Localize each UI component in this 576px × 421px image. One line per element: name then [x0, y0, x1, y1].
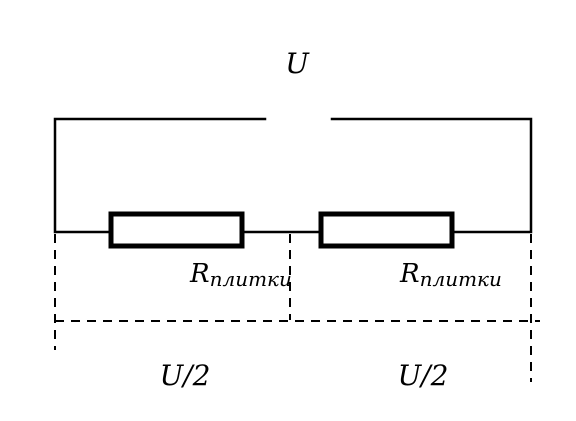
supply-wires — [53, 117, 533, 234]
resistor-1 — [108, 211, 245, 249]
supply-voltage-label: U — [285, 47, 310, 80]
resistor-2 — [318, 211, 455, 249]
resistor-2-label: Rплитки — [399, 259, 502, 291]
voltage-label-left: U/2 — [160, 359, 211, 392]
resistor-2-symbol: R — [399, 259, 420, 289]
resistor-2-subscript: плитки — [420, 267, 502, 291]
voltage-measurement-lines — [54, 234, 540, 382]
voltage-label-right: U/2 — [398, 359, 449, 392]
resistor-1-subscript: плитки — [210, 267, 292, 291]
resistor-1-label: Rплитки — [189, 259, 292, 291]
left-supply-wire — [53, 117, 267, 234]
right-supply-wire — [330, 117, 533, 234]
resistor-1-symbol: R — [189, 259, 210, 289]
